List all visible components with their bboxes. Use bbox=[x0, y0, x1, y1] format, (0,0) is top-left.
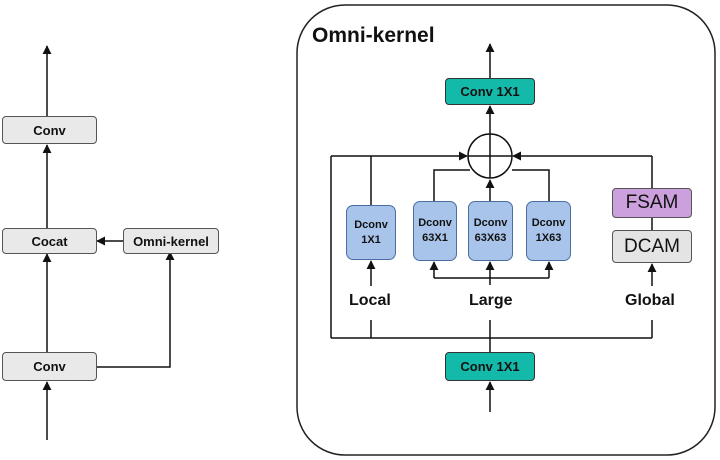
dconv-1x63-name: Dconv bbox=[531, 217, 566, 229]
conv-bottom-box: Conv bbox=[2, 352, 97, 381]
large-out-1 bbox=[433, 169, 470, 201]
dconv-1x1-size: 1X1 bbox=[361, 233, 381, 246]
dconv-1x63-size: 1X63 bbox=[535, 232, 562, 244]
dconv-63x63-box: Dconv 63X63 bbox=[468, 201, 513, 261]
dconv-63x63-size: 63X63 bbox=[474, 232, 507, 244]
omni-kernel-title: Omni-kernel bbox=[312, 24, 435, 47]
dconv-63x1-name: Dconv bbox=[418, 217, 452, 229]
conv1x1-bottom-box: Conv 1X1 bbox=[445, 352, 535, 381]
cocat-box: Cocat bbox=[2, 228, 97, 254]
global-label: Global bbox=[625, 292, 675, 309]
omni-kernel-box: Omni-kernel bbox=[123, 228, 219, 254]
omni-kernel-container bbox=[296, 4, 716, 456]
dconv-63x63-name: Dconv bbox=[473, 217, 508, 229]
large-label: Large bbox=[469, 292, 513, 309]
dconv-1x1-box: Dconv 1X1 bbox=[346, 205, 396, 260]
conv-top-box: Conv bbox=[2, 116, 97, 144]
local-label: Local bbox=[349, 292, 391, 309]
dconv-63x1-box: Dconv 63X1 bbox=[413, 201, 457, 261]
large-out-3 bbox=[512, 169, 550, 201]
dconv-1x1-name: Dconv bbox=[354, 218, 388, 231]
dconv-63x1-size: 63X1 bbox=[422, 232, 448, 244]
fsam-box: FSAM bbox=[612, 188, 692, 218]
dconv-1x63-box: Dconv 1X63 bbox=[526, 201, 571, 261]
conv1x1-top-box: Conv 1X1 bbox=[445, 78, 535, 105]
conv-to-omni-kernel-arrow bbox=[97, 251, 175, 368]
dcam-box: DCAM bbox=[612, 230, 692, 263]
